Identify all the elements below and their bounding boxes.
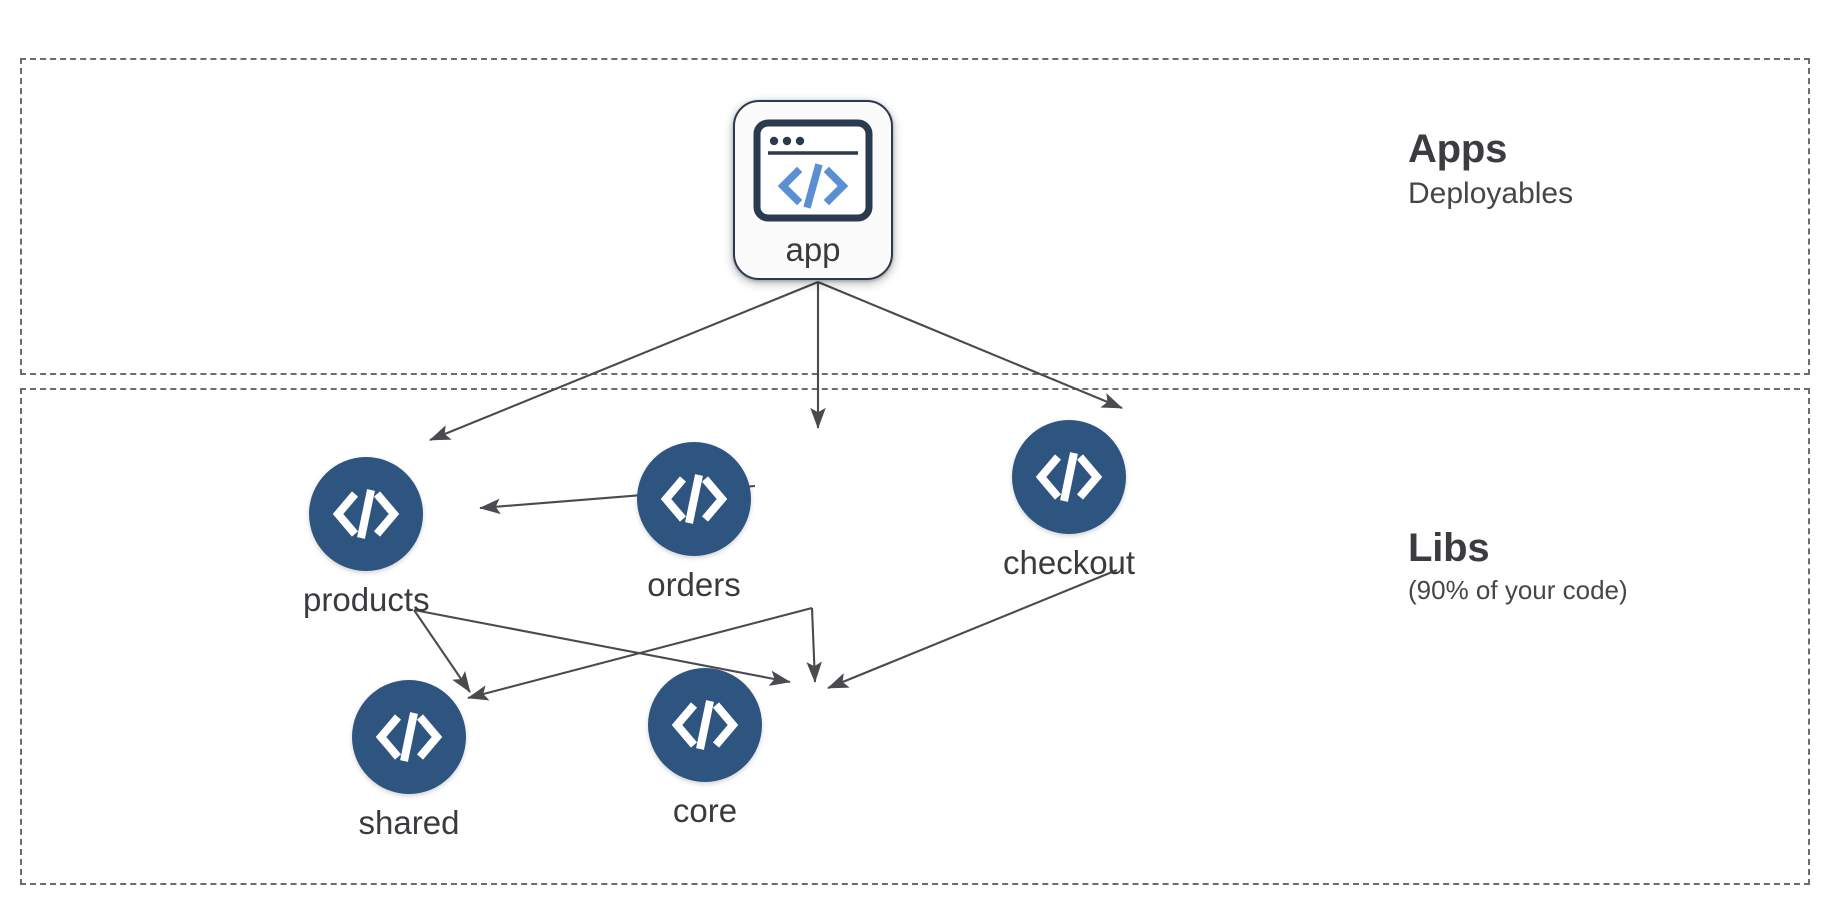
node-label-products: products [303,581,430,618]
node-checkout[interactable]: checkout [1003,420,1135,579]
node-core[interactable]: core [648,668,762,827]
zone-title-libs: Libs [1408,526,1490,570]
node-circle-checkout [1012,420,1127,534]
browser-code-icon [753,119,873,222]
code-brackets-icon [671,700,739,750]
node-circle-products [309,457,424,571]
node-shared[interactable]: shared [352,680,466,839]
code-brackets-icon [1035,452,1103,502]
node-label-shared: shared [358,804,460,841]
node-label-checkout: checkout [1003,544,1136,581]
zone-subtitle-libs: (90% of your code) [1408,575,1628,605]
node-products[interactable]: products [303,457,430,616]
code-brackets-icon [333,489,400,539]
node-label-app: app [785,231,841,268]
node-circle-core [648,668,762,782]
node-label-core: core [672,792,738,829]
node-circle-orders [637,442,751,556]
code-brackets-icon [660,474,728,524]
node-circle-shared [352,680,466,794]
node-label-orders: orders [647,566,741,603]
zone-box-apps [20,58,1810,375]
node-app[interactable]: app [733,100,893,280]
zone-caption-apps: Apps Deployables [1408,128,1573,215]
node-orders[interactable]: orders [637,442,751,601]
code-brackets-icon [375,712,443,762]
zone-subtitle-apps: Deployables [1408,177,1574,210]
zone-box-libs [20,388,1810,885]
zone-title-apps: Apps [1408,127,1508,171]
zone-caption-libs: Libs (90% of your code) [1408,527,1628,608]
